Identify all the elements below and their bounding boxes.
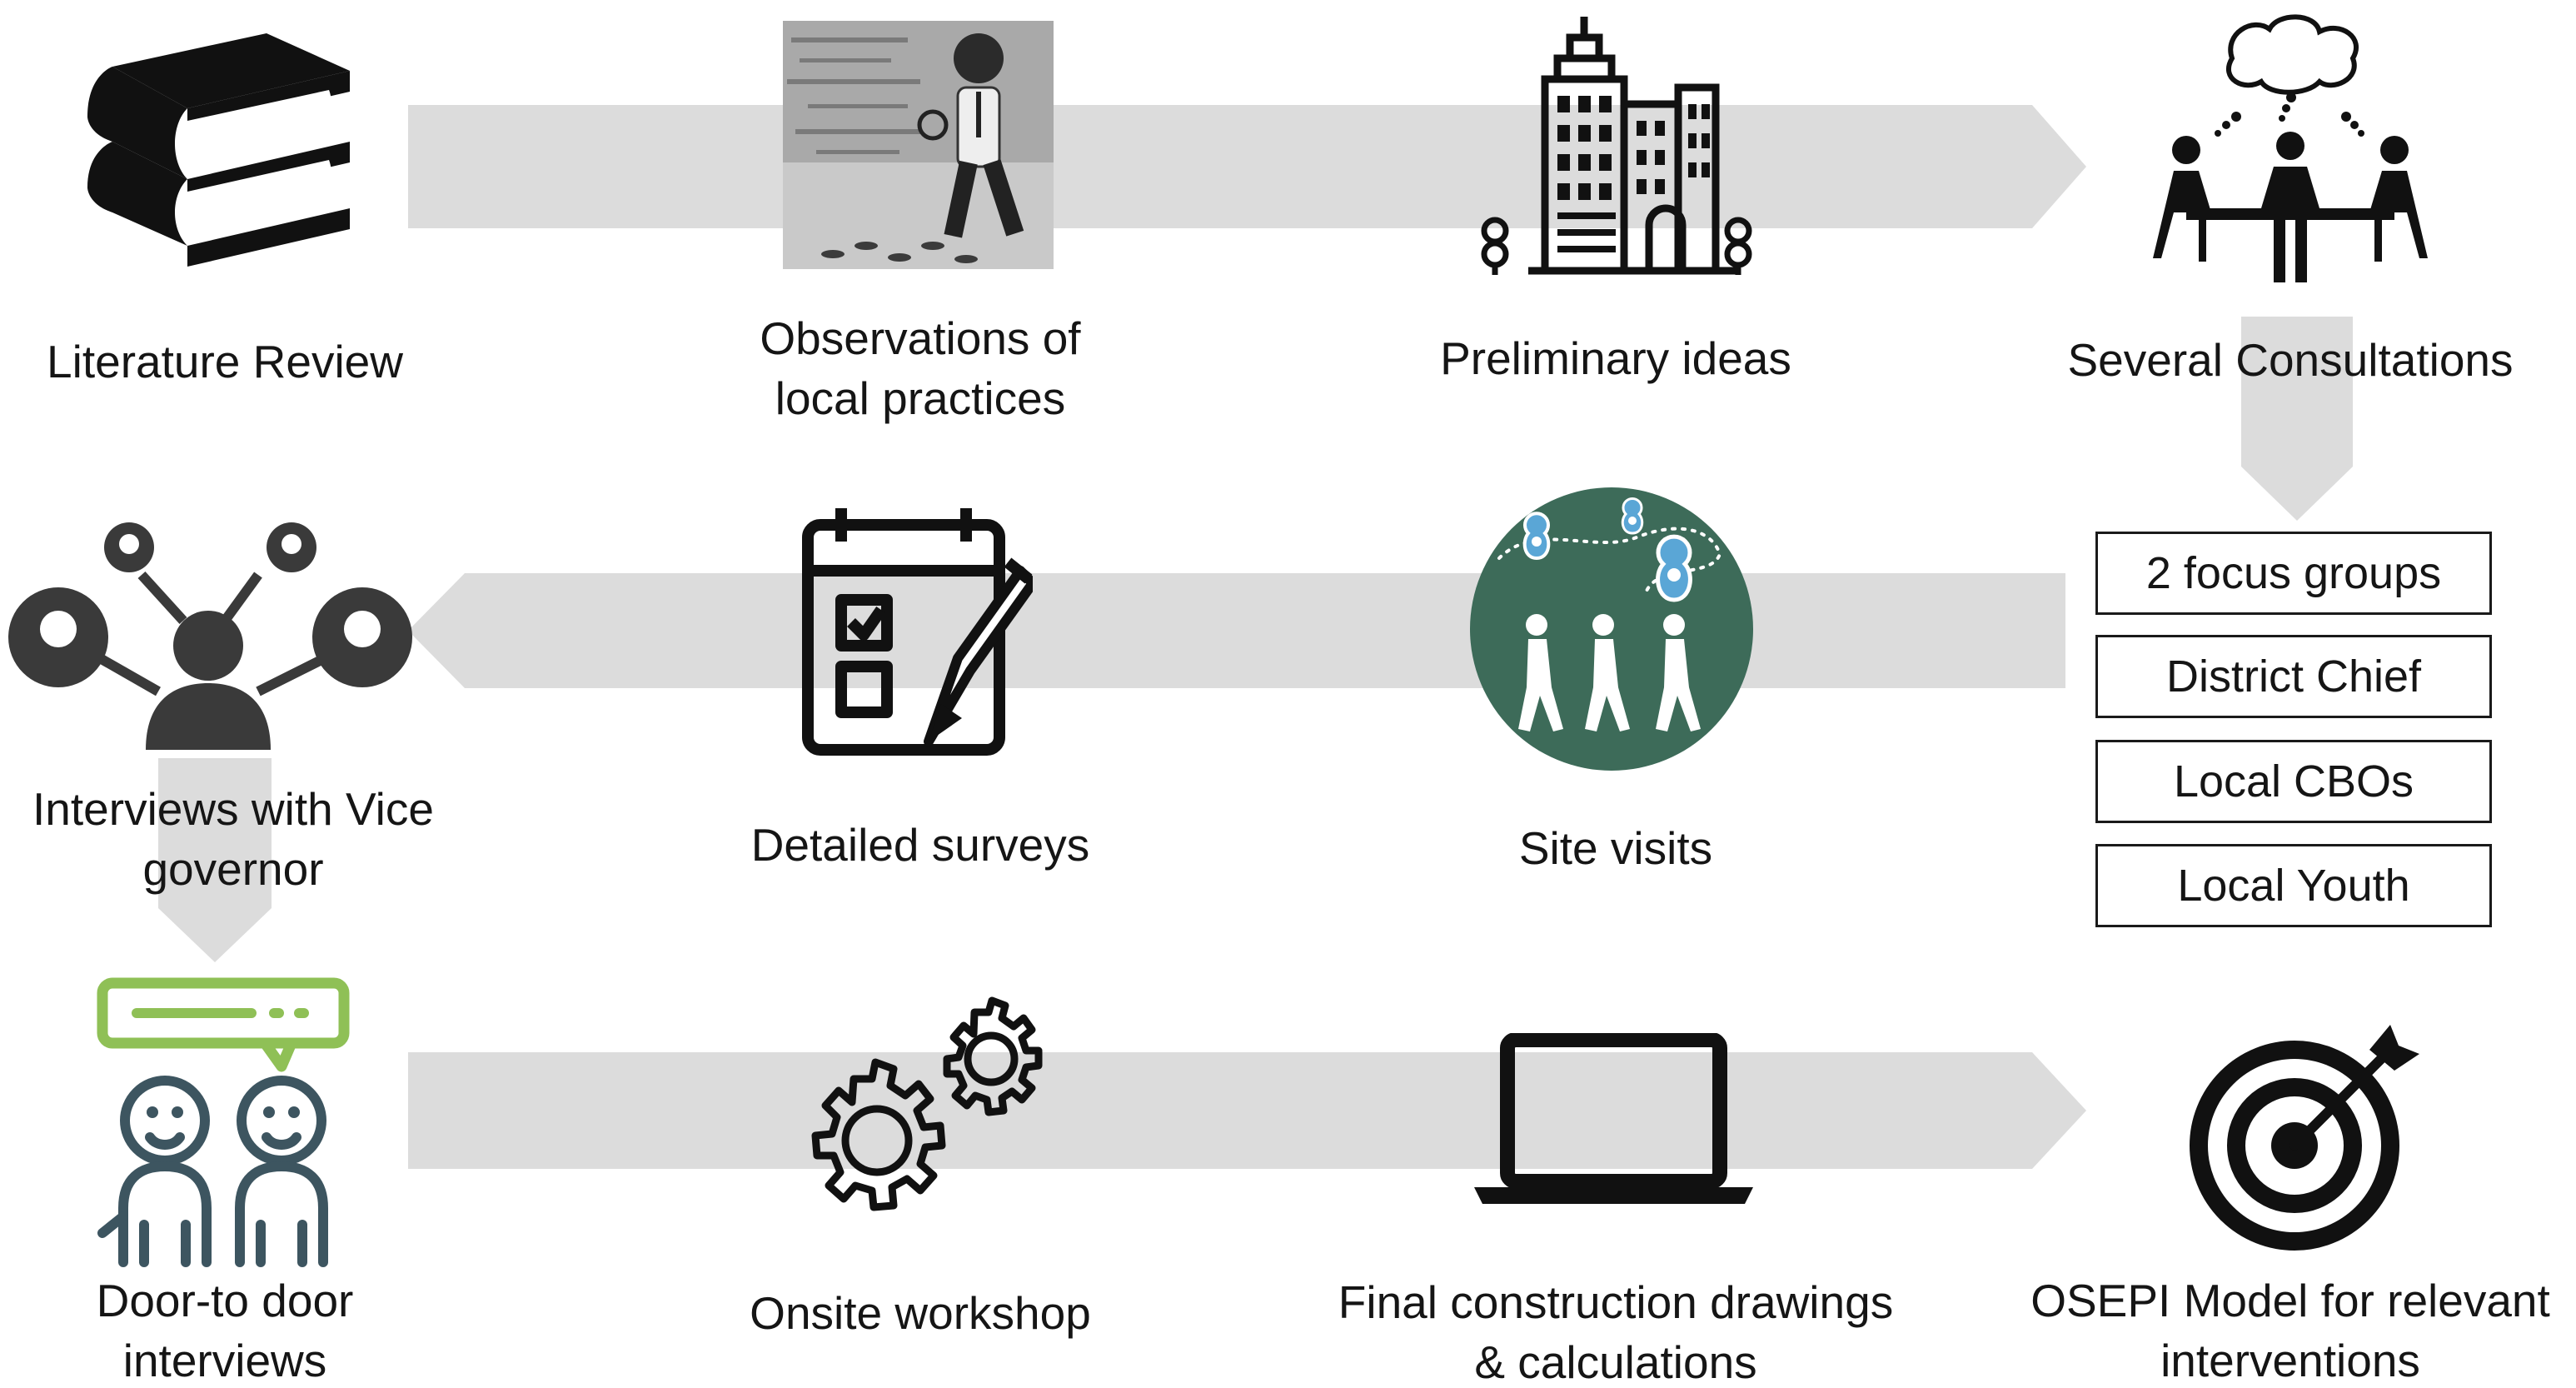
- meeting-table-icon: [2153, 14, 2428, 282]
- label-door-to-door: Door-to door interviews: [17, 1271, 433, 1388]
- label-door-to-door-line-1: Door-to door: [96, 1275, 354, 1326]
- flow-arrow-down-right: [2241, 317, 2353, 521]
- label-observations-line-1: Observations of: [760, 312, 1081, 364]
- flow-arrow-row-3: [408, 1052, 2086, 1169]
- consultation-box-local-cbos: Local CBOs: [2095, 740, 2492, 823]
- label-several-consultations: Several Consultations: [2067, 334, 2514, 386]
- flow-arrow-down-left: [158, 758, 272, 962]
- label-observations: Observations of local practices: [716, 308, 1124, 428]
- label-osepi-model: OSEPI Model for relevant interventions: [2007, 1271, 2574, 1388]
- label-detailed-surveys: Detailed surveys: [750, 819, 1090, 871]
- chatting-people-icon: [97, 977, 350, 1267]
- label-preliminary-ideas: Preliminary ideas: [1440, 332, 1791, 384]
- consultation-box-district-chief: District Chief: [2095, 635, 2492, 718]
- detective-photo-icon: [783, 21, 1054, 269]
- network-people-icon: [8, 522, 412, 750]
- city-buildings-icon: [1481, 17, 1752, 275]
- books-icon: [87, 33, 350, 267]
- flow-arrow-down-right-shape: [2241, 317, 2353, 521]
- target-icon: [2190, 1025, 2419, 1251]
- laptop-icon: [1474, 1033, 1753, 1204]
- flow-arrow-row-1-shape: [408, 105, 2086, 228]
- flow-arrow-row-2-shape: [408, 573, 2065, 688]
- consultation-box-focus-groups: 2 focus groups: [2095, 532, 2492, 615]
- checklist-pencil-icon: [802, 508, 1033, 756]
- label-osepi-line-1: OSEPI Model for relevant: [2030, 1275, 2550, 1326]
- walking-route-icon: [1470, 487, 1753, 771]
- label-interviews-line-1: Interviews with Vice: [32, 783, 434, 835]
- consultation-box-local-youth: Local Youth: [2095, 844, 2492, 927]
- label-onsite-workshop: Onsite workshop: [750, 1287, 1091, 1339]
- gears-icon: [811, 996, 1043, 1211]
- label-final-drawings-line-2: & calculations: [1474, 1336, 1757, 1388]
- flow-arrow-row-2: [408, 573, 2065, 688]
- label-final-drawings-line-1: Final construction drawings: [1338, 1276, 1894, 1328]
- label-site-visits: Site visits: [1518, 822, 1713, 874]
- flow-arrow-down-left-shape: [158, 758, 272, 962]
- label-observations-line-2: local practices: [775, 372, 1066, 424]
- label-osepi-line-2: interventions: [2160, 1335, 2420, 1386]
- label-door-to-door-line-2: interviews: [122, 1335, 327, 1386]
- label-literature-review: Literature Review: [47, 336, 403, 387]
- label-final-drawings: Final construction drawings & calculatio…: [1299, 1272, 1932, 1388]
- flow-arrow-row-3-shape: [408, 1052, 2086, 1169]
- flow-arrow-row-1: [408, 105, 2086, 228]
- label-interviews-vice-governor: Interviews with Vice governor: [0, 779, 466, 899]
- label-interviews-line-2: governor: [142, 843, 324, 895]
